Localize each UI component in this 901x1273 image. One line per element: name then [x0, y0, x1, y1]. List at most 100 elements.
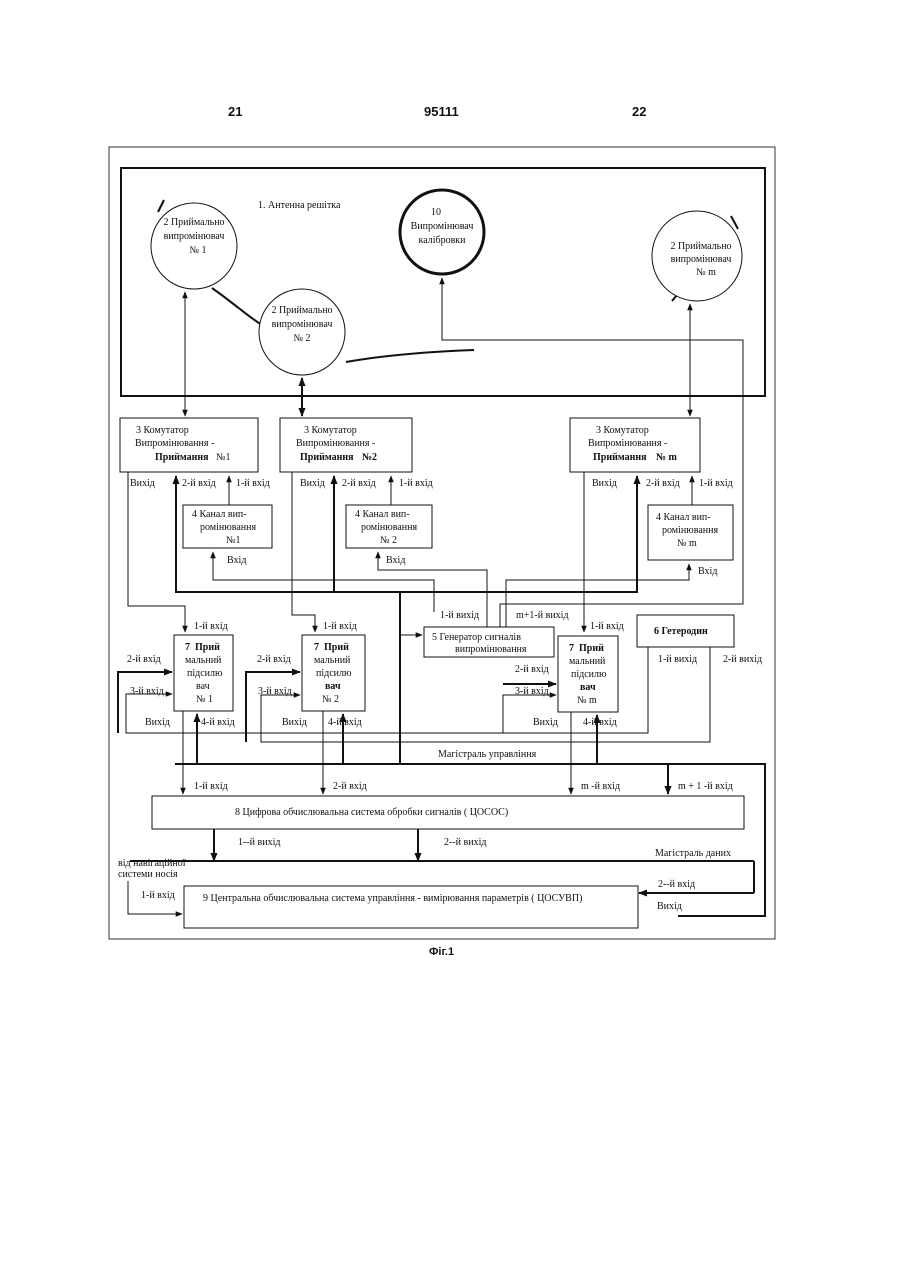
switch-1-l1: 3 Комутатор [136, 425, 189, 436]
svg-text:підсилю: підсилю [187, 668, 223, 679]
switch-m-l4: № m [656, 452, 678, 463]
channel-1-in-label: Вхід [227, 555, 246, 566]
amp1-out-label: Вихід [145, 717, 170, 728]
ampm-in4-label: 4-й вхід [583, 717, 617, 728]
switch-1-in2-label: 2-й вхід [182, 478, 216, 489]
switch-2-in1-label: 1-й вхід [399, 478, 433, 489]
radiator-2-l3: № 2 [293, 333, 310, 344]
channel-2-l2: ромінювання [361, 522, 417, 533]
channel-1-l3: №1 [226, 535, 241, 546]
heterodyne-out2-label: 2-й вихід [723, 654, 762, 665]
array-curve-1 [212, 288, 262, 325]
svg-text:7: 7 [185, 642, 190, 653]
radiator-m-l3: № m [696, 267, 716, 278]
switch-m-l1: 3 Комутатор [596, 425, 649, 436]
svg-text:підсилю: підсилю [316, 668, 352, 679]
switch-1-out-label: Вихід [130, 478, 155, 489]
figure-caption: Фіг.1 [429, 946, 454, 958]
radiator-m-l2: випромінювач [671, 254, 732, 265]
switch-m-l3: Приймання [593, 452, 647, 463]
amp2-in1-label: 1-й вхід [323, 621, 357, 632]
channel-1-l2: ромінювання [200, 522, 256, 533]
switch-2-out-label: Вихід [300, 478, 325, 489]
channel-m-l2: ромінювання [662, 525, 718, 536]
radiator-1-l3: № 1 [189, 245, 206, 256]
svg-text:Прий: Прий [324, 642, 349, 653]
ampm-in3-label: 3-й вхід [515, 686, 549, 697]
heterodyne-out1-label: 1-й вихід [658, 654, 697, 665]
dsp-label: 8 Цифрова обчислювальна система обробки … [235, 807, 508, 818]
amp1-in1-label: 1-й вхід [194, 621, 228, 632]
radiator-m-l1: 2 Приймально [670, 241, 731, 252]
channel-2-l3: № 2 [380, 535, 397, 546]
central-label: 9 Центральна обчислювальна система управ… [203, 893, 582, 904]
switch-m-out-label: Вихід [592, 478, 617, 489]
radiator-1-l1: 2 Приймально [163, 217, 224, 228]
switch-m-in1-label: 1-й вхід [699, 478, 733, 489]
dsp-in1-label: 1-й вхід [194, 781, 228, 792]
radiator-2-l2: випромінювач [272, 319, 333, 330]
svg-text:№ 2: № 2 [322, 694, 339, 705]
radiator-1-l2: випромінювач [164, 231, 225, 242]
switch-m-in2-label: 2-й вхід [646, 478, 680, 489]
svg-text:№ m: № m [577, 695, 597, 706]
svg-text:7: 7 [314, 642, 319, 653]
switch-2-l1: 3 Комутатор [304, 425, 357, 436]
dsp-in2-label: 2-й вхід [333, 781, 367, 792]
control-bus-label: Магістраль управління [438, 749, 537, 760]
central-out-label: Вихід [657, 901, 682, 912]
switch-2-in2-label: 2-й вхід [342, 478, 376, 489]
nav-source-l1: від навігаційної [118, 858, 186, 869]
switch-1-l3: Приймання [155, 452, 209, 463]
svg-text:підсилю: підсилю [571, 669, 607, 680]
amp2-in4-label: 4-й вхід [328, 717, 362, 728]
dsp-out2-label: 2--й вихід [444, 837, 486, 848]
svg-text:мальний: мальний [569, 656, 606, 667]
ampm-in2-label: 2-й вхід [515, 664, 549, 675]
switch-m-l2: Випромінювання - [588, 438, 667, 449]
calibration-radiator-circle [400, 190, 484, 274]
svg-text:мальний: мальний [314, 655, 351, 666]
switch-1-l2: Випромінювання - [135, 438, 214, 449]
channel-2-l1: 4 Канал вип- [355, 509, 410, 520]
radiator-2-l1: 2 Приймально [271, 305, 332, 316]
channel-m-in-label: Вхід [698, 566, 717, 577]
channel-m-l3: № m [677, 538, 697, 549]
svg-text:вач: вач [325, 681, 341, 692]
heterodyne-label: 6 Гетеродин [654, 626, 708, 637]
channel-1-l1: 4 Канал вип- [192, 509, 247, 520]
amp1-in4-label: 4-й вхід [201, 717, 235, 728]
calibration-l1: 10 [431, 207, 441, 218]
calibration-l3: калібровки [418, 235, 466, 246]
ampm-in1-label: 1-й вхід [590, 621, 624, 632]
dsp-in-m-label: m -й вхід [581, 781, 620, 792]
svg-text:вач: вач [580, 682, 596, 693]
generator-l1: 5 Генератор сигналів [432, 632, 521, 643]
amp1-in3-label: 3-й вхід [130, 686, 164, 697]
antenna-array-title: 1. Антенна решітка [258, 200, 341, 211]
generator-l2: випромінювання [455, 644, 527, 655]
amp2-in2-label: 2-й вхід [257, 654, 291, 665]
radiator-2-circle [259, 289, 345, 375]
channel-m-l1: 4 Канал вип- [656, 512, 711, 523]
svg-text:Прий: Прий [195, 642, 220, 653]
calibration-l2: Випромінювач [411, 221, 474, 232]
svg-text:7: 7 [569, 643, 574, 654]
svg-text:вач: вач [196, 681, 210, 692]
nav-source-l2: системи носія [118, 869, 178, 880]
svg-text:№ 1: № 1 [196, 694, 213, 705]
array-curve-2 [346, 350, 474, 362]
generator-out1-label: 1-й вихід [440, 610, 479, 621]
svg-text:Прий: Прий [579, 643, 604, 654]
dsp-out1-label: 1--й вихід [238, 837, 280, 848]
switch-1-l4: №1 [216, 452, 231, 463]
data-bus-label: Магістраль даних [655, 848, 731, 859]
central-in2-label: 2--й вхід [658, 879, 695, 890]
switch-2-l4: №2 [362, 452, 377, 463]
switch-2-l2: Випромінювання - [296, 438, 375, 449]
channel-2-in-label: Вхід [386, 555, 405, 566]
central-in1-label: 1-й вхід [141, 890, 175, 901]
svg-text:мальний: мальний [185, 655, 222, 666]
generator-out-m1-label: m+1-й вихід [516, 610, 569, 621]
